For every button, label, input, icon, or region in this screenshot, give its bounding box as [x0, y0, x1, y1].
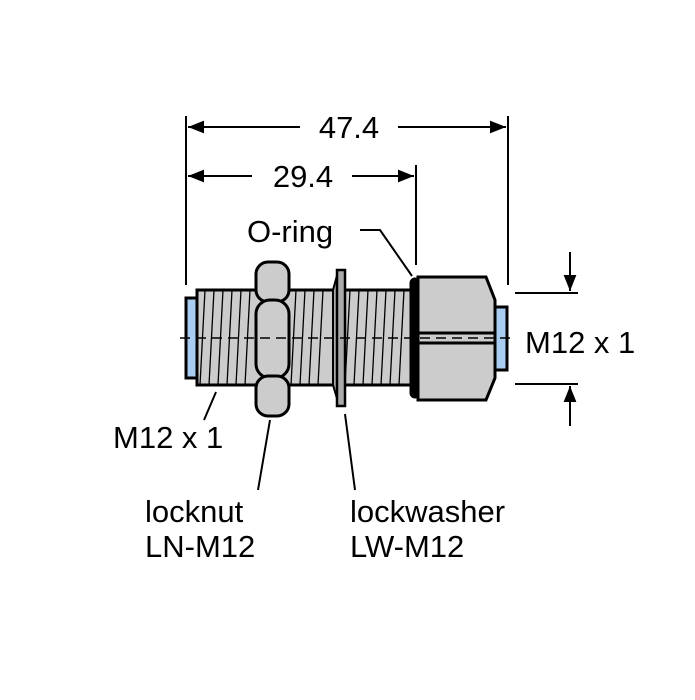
locknut-leader [257, 419, 271, 491]
dimension-thread-right: M12 x 1 [525, 252, 635, 426]
dimension-overall-length: 47.4 [188, 110, 506, 145]
extension-lines [185, 116, 578, 385]
locknut-label: locknut [145, 494, 244, 529]
locknut-part-label: LN-M12 [145, 529, 255, 564]
thread-right-label: M12 x 1 [525, 325, 635, 360]
lockwasher-part-label: LW-M12 [350, 529, 464, 564]
thread-left-label: M12 x 1 [113, 420, 223, 455]
locknut [254, 260, 291, 418]
sensor-body [184, 260, 509, 418]
lockwasher-leader [344, 413, 356, 491]
dimension-thread-length: 29.4 [188, 159, 414, 194]
thread-length-label: 29.4 [273, 159, 333, 194]
lockwasher-label: lockwasher [350, 494, 505, 529]
oring-leader [360, 229, 413, 277]
overall-length-label: 47.4 [319, 110, 379, 145]
oring-label: O-ring [247, 214, 333, 249]
thread-left-leader [203, 391, 217, 421]
